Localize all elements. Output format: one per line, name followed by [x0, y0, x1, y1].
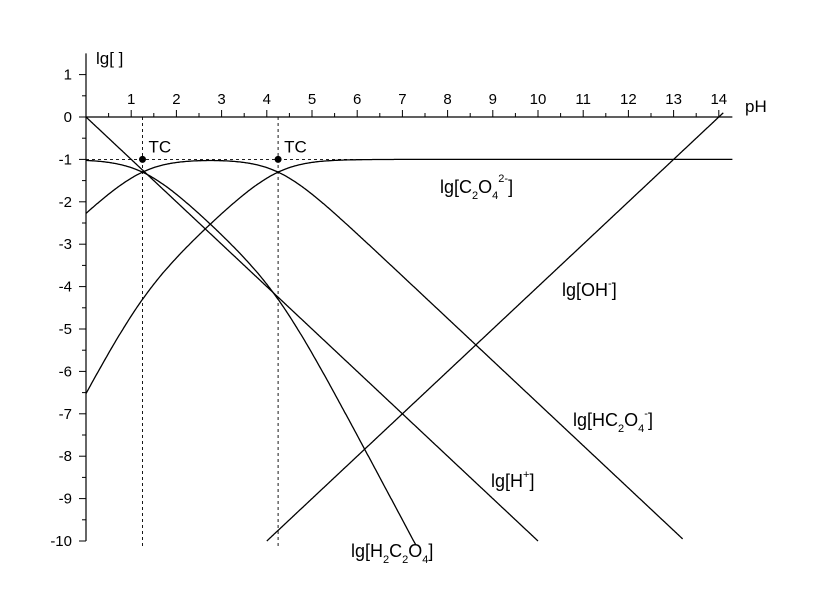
- x-tick-label: 6: [353, 91, 361, 108]
- y-tick-label: -3: [59, 236, 72, 253]
- y-tick-label: -10: [50, 533, 72, 550]
- series-label-oh-minus: lg[OH-]: [562, 278, 617, 300]
- axes: [85, 53, 733, 541]
- y-tick-label: -9: [59, 491, 72, 508]
- series-label-c2o4-2minus: lg[C2O42-]: [440, 173, 513, 202]
- tc-point-1: [139, 155, 146, 163]
- x-tick-label: 12: [620, 91, 637, 108]
- x-axis-title: pH: [745, 97, 767, 116]
- points: TC TC: [139, 137, 307, 163]
- y-tick-label: -4: [59, 279, 72, 296]
- x-tick-label: 9: [489, 91, 497, 108]
- y-tick-label: -5: [59, 321, 72, 338]
- y-tick-label: -7: [59, 406, 72, 423]
- tc-label-1: TC: [149, 137, 172, 156]
- x-tick-label: 3: [217, 91, 225, 108]
- guide-lines: [86, 117, 710, 547]
- x-tick-label: 8: [443, 91, 451, 108]
- curves: [85, 112, 733, 546]
- series-label-hc2o4-minus: lg[HC2O4-]: [573, 408, 653, 435]
- x-tick-label: 4: [263, 91, 271, 108]
- curve-h2c2o4: [85, 159, 417, 546]
- series-label-h2c2o4: lg[H2C2O4]: [351, 541, 433, 566]
- y-tick-label: 1: [64, 67, 72, 84]
- y-tick-label: 0: [64, 109, 72, 126]
- x-tick-label: 5: [308, 91, 316, 108]
- y-axis-title: lg[ ]: [96, 49, 123, 68]
- curve-c2o4-2minus: [85, 158, 733, 394]
- x-tick-label: 1: [127, 91, 135, 108]
- y-tick-label: -8: [59, 448, 72, 465]
- curve-hc2o4-minus: [85, 159, 684, 540]
- tc-point-2: [274, 155, 282, 163]
- y-tick-label: -1: [59, 151, 72, 168]
- curve-oh-minus: [266, 112, 724, 542]
- y-tick-label: -6: [59, 363, 72, 380]
- x-tick-label: 13: [665, 91, 682, 108]
- x-tick-label: 2: [172, 91, 180, 108]
- series-label-h-plus: lg[H+]: [491, 469, 534, 491]
- tc-label-2: TC: [284, 137, 307, 156]
- curve-h-plus: [85, 116, 539, 542]
- x-tick-label: 10: [530, 91, 547, 108]
- x-tick-label: 14: [710, 91, 727, 108]
- x-tick-label: 7: [398, 91, 406, 108]
- y-tick-label: -2: [59, 194, 72, 211]
- x-tick-label: 11: [575, 91, 591, 108]
